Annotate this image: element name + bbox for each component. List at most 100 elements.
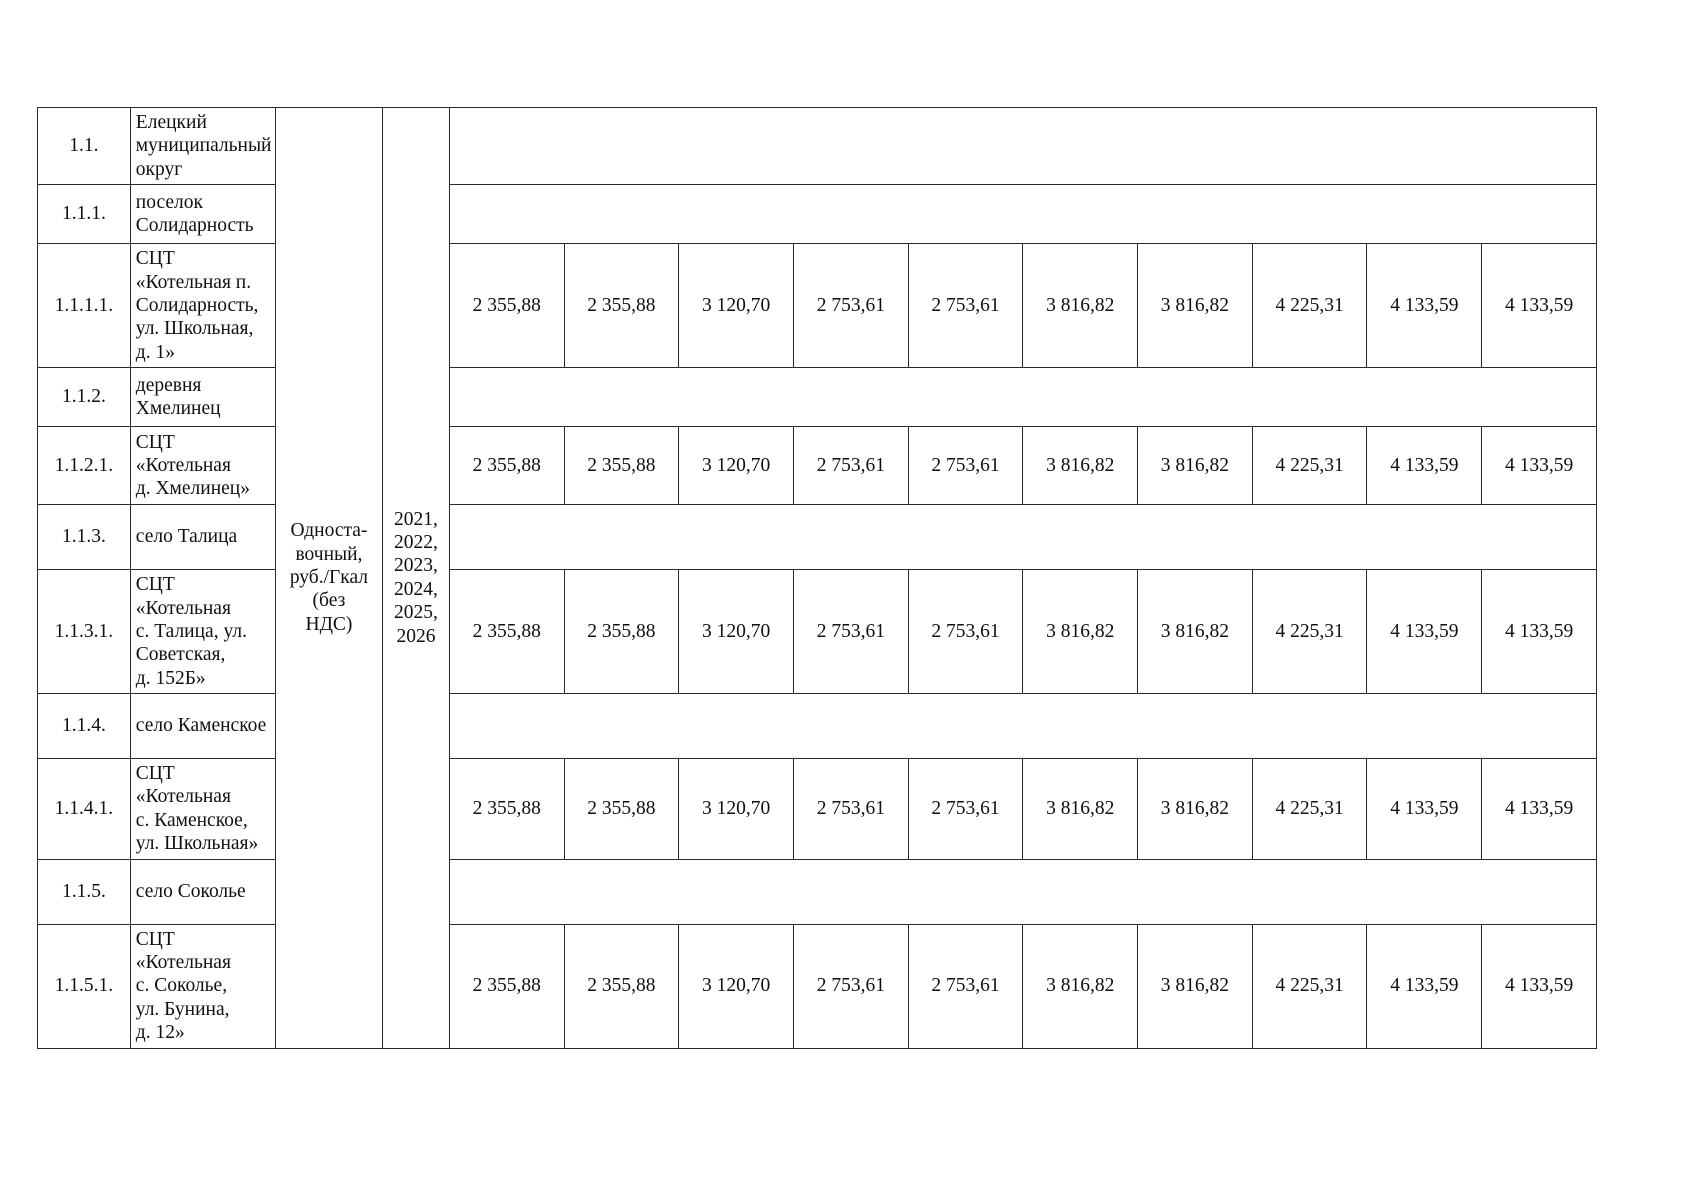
- table-row: 1.1. Елецкий муниципальный округ Односта…: [37, 106, 1598, 1049]
- row-name-line: СЦТ: [135, 763, 175, 785]
- tariff-value: 3 120,70: [678, 758, 794, 860]
- tariff-type-line: вочный,: [295, 543, 363, 565]
- tariff-value: 2 753,61: [792, 243, 909, 369]
- row-name-line: муниципальный: [135, 135, 272, 157]
- row-name: поселок Солидарность: [129, 184, 276, 245]
- tariff-type-line: Односта-: [290, 520, 368, 542]
- row-name: село Соколье: [129, 858, 276, 925]
- tariff-value: 4 133,59: [1481, 569, 1597, 695]
- empty-values-cell: [448, 693, 1598, 760]
- row-name-line: село Каменское: [135, 715, 267, 737]
- tariff-value: 3 120,70: [678, 243, 794, 369]
- row-name: село Каменское: [129, 693, 276, 760]
- tariff-value: 4 133,59: [1366, 923, 1483, 1049]
- tariff-value: 2 753,61: [792, 758, 909, 860]
- tariff-value: 4 133,59: [1366, 243, 1483, 369]
- tariff-value: 3 816,82: [1137, 923, 1253, 1049]
- row-name-line: Елецкий: [135, 112, 207, 133]
- tariff-type-header: Односта- вочный, руб./Гкал (без НДС): [274, 107, 384, 1049]
- year-line: 2023,: [394, 555, 438, 577]
- row-name: СЦТ «Котельная с. Каменское, ул. Школьна…: [129, 758, 276, 860]
- row-number: 1.1.1.1.: [37, 243, 131, 369]
- row-name-line: д. Хмелинец»: [135, 478, 250, 500]
- row-name-line: д. 1»: [135, 341, 175, 363]
- row-name: СЦТ «Котельная с. Соколье, ул. Бунина, д…: [129, 923, 276, 1049]
- row-number: 1.1.4.1.: [37, 758, 131, 860]
- row-name-line: СЦТ: [135, 431, 175, 453]
- tariff-value: 3 816,82: [1022, 758, 1139, 860]
- row-number: 1.1.: [37, 106, 131, 186]
- table-row: 1.1.2.1. СЦТ «Котельная д. Хмелинец» 2 3…: [37, 426, 1597, 506]
- row-name: СЦТ «Котельная с. Талица, ул. Советская,…: [129, 569, 276, 695]
- tariff-value: 4 133,59: [1481, 758, 1597, 860]
- tariff-value: 4 225,31: [1251, 569, 1368, 695]
- row-name-line: Солидарность: [135, 215, 254, 237]
- row-name-line: СЦТ: [135, 928, 175, 950]
- tariff-value: 4 133,59: [1366, 569, 1483, 695]
- row-name-line: ул. Школьная,: [135, 318, 254, 340]
- row-name: Елецкий муниципальный округ: [129, 106, 276, 186]
- tariff-value: 3 120,70: [678, 569, 794, 695]
- tariff-value: 2 753,61: [907, 426, 1024, 506]
- tariff-value: 3 816,82: [1022, 243, 1139, 369]
- table-row: 1.1.5.1. СЦТ «Котельная с. Соколье, ул. …: [37, 923, 1597, 1049]
- tariff-table: 1.1. Елецкий муниципальный округ Односта…: [37, 106, 1598, 1049]
- tariff-value: 3 120,70: [678, 426, 794, 506]
- row-name: СЦТ «Котельная д. Хмелинец»: [129, 426, 276, 506]
- tariff-value: 2 355,88: [448, 758, 565, 860]
- tariff-value: 2 355,88: [563, 569, 680, 695]
- tariff-value: 4 225,31: [1251, 923, 1368, 1049]
- table-row: 1.1.3.1. СЦТ «Котельная с. Талица, ул. С…: [37, 569, 1597, 695]
- tariff-value: 4 133,59: [1366, 758, 1483, 860]
- tariff-value: 2 753,61: [907, 243, 1024, 369]
- tariff-value: 4 225,31: [1251, 243, 1368, 369]
- tariff-value: 2 355,88: [448, 569, 565, 695]
- table-row: 1.1.5. село Соколье: [37, 858, 1598, 925]
- year-line: 2024,: [394, 578, 438, 600]
- tariff-value: 2 753,61: [792, 426, 909, 506]
- row-name-line: с. Талица, ул.: [135, 620, 247, 642]
- empty-values-cell: [448, 367, 1598, 428]
- row-name-line: с. Каменское,: [135, 809, 248, 831]
- row-name-line: Солидарность,: [135, 294, 259, 316]
- tariff-value: 3 816,82: [1022, 923, 1139, 1049]
- row-name: СЦТ «Котельная п. Солидарность, ул. Школ…: [129, 243, 276, 369]
- row-name-line: «Котельная: [135, 597, 231, 619]
- tariff-value: 2 753,61: [907, 569, 1024, 695]
- tariff-value: 2 753,61: [907, 923, 1024, 1049]
- row-name-line: Советская,: [135, 644, 226, 666]
- tariff-value: 4 133,59: [1481, 243, 1597, 369]
- row-name-line: ул. Школьная»: [135, 833, 259, 855]
- years-header: 2021, 2022, 2023, 2024, 2025, 2026: [382, 107, 450, 1049]
- tariff-value: 3 816,82: [1137, 243, 1253, 369]
- row-name-line: д. 12»: [135, 1022, 185, 1044]
- tariff-value: 2 355,88: [563, 243, 680, 369]
- empty-values-cell: [448, 184, 1598, 245]
- row-name-line: «Котельная: [135, 952, 231, 974]
- row-name-line: д. 152Б»: [135, 667, 206, 689]
- row-name-line: деревня: [135, 374, 202, 396]
- row-name-line: ул. Бунина,: [135, 998, 230, 1020]
- tariff-value: 3 816,82: [1137, 426, 1253, 506]
- tariff-value: 2 355,88: [563, 758, 680, 860]
- table-row: 1.1.2. деревня Хмелинец: [37, 367, 1598, 428]
- row-name-line: СЦТ: [135, 248, 175, 270]
- row-name-line: Хмелинец: [135, 398, 221, 420]
- row-name: деревня Хмелинец: [129, 367, 276, 428]
- table-row: 1.1.4. село Каменское: [37, 693, 1598, 760]
- row-number: 1.1.3.1.: [37, 569, 131, 695]
- tariff-type-line: НДС): [305, 613, 353, 635]
- row-name-line: «Котельная: [135, 786, 231, 808]
- tariff-value: 4 225,31: [1251, 426, 1368, 506]
- row-number: 1.1.4.: [37, 693, 131, 760]
- year-line: 2026: [396, 625, 436, 647]
- row-name-line: «Котельная: [135, 454, 231, 476]
- empty-values-cell: [448, 106, 1598, 186]
- tariff-value: 3 816,82: [1137, 758, 1253, 860]
- row-number: 1.1.5.: [37, 858, 131, 925]
- tariff-value: 2 355,88: [448, 243, 565, 369]
- row-name-line: село Талица: [135, 526, 238, 548]
- empty-values-cell: [448, 858, 1598, 925]
- row-name-line: «Котельная п.: [135, 271, 252, 293]
